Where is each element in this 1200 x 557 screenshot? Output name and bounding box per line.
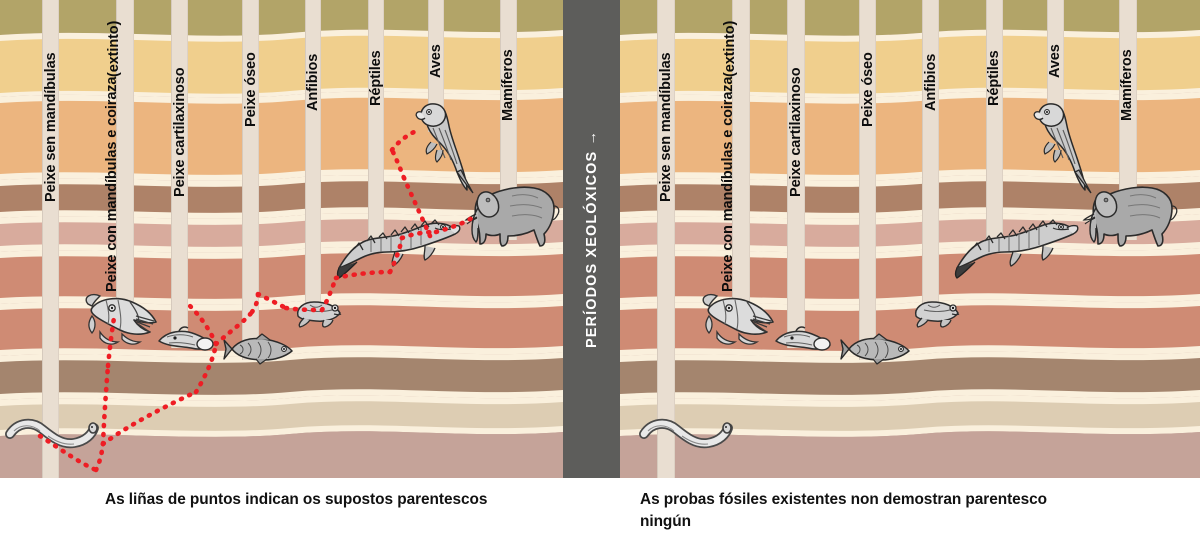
- column-amphibians: [922, 0, 939, 318]
- right-panel: Peixe sen mandíbulas Peixe con mandíbula…: [620, 0, 1200, 478]
- geologic-time-label: PERÍODOS XEOLÓXICOS →: [583, 129, 600, 349]
- caption-right: As probas fósiles existentes non demostr…: [640, 491, 1048, 530]
- fossil-lamprey: [639, 412, 733, 457]
- label-text: Réptiles: [368, 50, 384, 106]
- label-amphibians: Anfibios: [305, 26, 321, 111]
- fossil-parrot: [1033, 98, 1095, 194]
- label-birds: Aves: [1047, 26, 1063, 78]
- fossil-elephant: [462, 172, 560, 254]
- column-bony-fish: [242, 0, 259, 360]
- label-text: Peixe cartilaxinoso: [172, 67, 188, 197]
- column-mammals: [500, 0, 517, 240]
- label-text: Anfibios: [923, 53, 939, 111]
- column-cartilaginous: [787, 0, 805, 348]
- fossil-crocodile: [953, 212, 1079, 282]
- label-bony-fish: Peixe óseo: [860, 22, 876, 127]
- label-text: Aves: [1047, 44, 1063, 78]
- fossil-parrot: [415, 98, 477, 194]
- column-amphibians: [305, 0, 321, 318]
- label-armored-fish: Peixe con mandíbulas e coiraza (extinto): [720, 20, 738, 292]
- label-text-line1: Peixe con mandíbulas e coiraza: [104, 76, 120, 292]
- caption-left: As liñas de puntos indican os supostos p…: [105, 491, 488, 508]
- label-jawless-fish: Peixe sen mandíbulas: [658, 22, 674, 202]
- fossil-placoderm: [695, 288, 781, 352]
- label-cartilaginous: Peixe cartilaxinoso: [788, 22, 804, 197]
- label-mammals: Mamíferos: [1119, 26, 1135, 121]
- label-text-line2: (extinto): [106, 20, 122, 77]
- column-cartilaginous: [171, 0, 188, 348]
- label-text-line1: Peixe con mandíbulas e coiraza: [720, 76, 736, 292]
- label-text: Peixe sen mandíbulas: [658, 52, 674, 202]
- column-bony-fish: [859, 0, 876, 360]
- label-text: Peixe cartilaxinoso: [788, 67, 804, 197]
- label-text-line2: (extinto): [722, 20, 738, 77]
- column-reptiles: [986, 0, 1003, 245]
- fossil-crocodile: [335, 212, 461, 282]
- label-bony-fish: Peixe óseo: [243, 22, 259, 127]
- label-text: Peixe óseo: [860, 52, 876, 127]
- column-armored-fish: [732, 0, 750, 312]
- geologic-time-bar: PERÍODOS XEOLÓXICOS →: [563, 0, 620, 478]
- label-text: Mamíferos: [1119, 49, 1135, 121]
- left-panel: Peixe sen mandíbulas Peixe con mandíbula…: [0, 0, 563, 478]
- column-jawless-fish: [42, 0, 59, 478]
- column-reptiles: [368, 0, 384, 245]
- fossil-bony-fish: [839, 333, 911, 365]
- label-text: Anfibios: [305, 53, 321, 111]
- label-text: Aves: [428, 44, 444, 78]
- column-mammals: [1119, 0, 1137, 240]
- fossil-ray: [155, 325, 217, 355]
- label-text: Peixe sen mandíbulas: [43, 52, 59, 202]
- fossil-bony-fish: [222, 333, 294, 365]
- label-jawless-fish: Peixe sen mandíbulas: [43, 22, 59, 202]
- column-birds: [1047, 0, 1064, 132]
- fossil-frog: [908, 296, 964, 328]
- fossil-frog: [290, 296, 346, 328]
- fossil-ray: [772, 325, 834, 355]
- label-text: Peixe óseo: [243, 52, 259, 127]
- label-cartilaginous: Peixe cartilaxinoso: [172, 22, 188, 197]
- label-birds: Aves: [428, 26, 444, 78]
- fossil-elephant: [1080, 172, 1178, 254]
- label-reptiles: Réptiles: [368, 26, 384, 106]
- fossil-placoderm: [78, 288, 164, 352]
- label-text: Mamíferos: [500, 49, 516, 121]
- label-mammals: Mamíferos: [500, 26, 516, 121]
- column-birds: [428, 0, 444, 132]
- fossil-lamprey: [5, 412, 99, 457]
- label-armored-fish: Peixe con mandíbulas e coiraza (extinto): [104, 20, 122, 292]
- illustration-area: Peixe sen mandíbulas Peixe con mandíbula…: [0, 0, 1200, 478]
- label-amphibians: Anfibios: [923, 26, 939, 111]
- right-strata: [620, 0, 1200, 478]
- label-text: Réptiles: [986, 50, 1002, 106]
- column-jawless-fish: [657, 0, 675, 478]
- column-armored-fish: [116, 0, 134, 312]
- label-reptiles: Réptiles: [986, 26, 1002, 106]
